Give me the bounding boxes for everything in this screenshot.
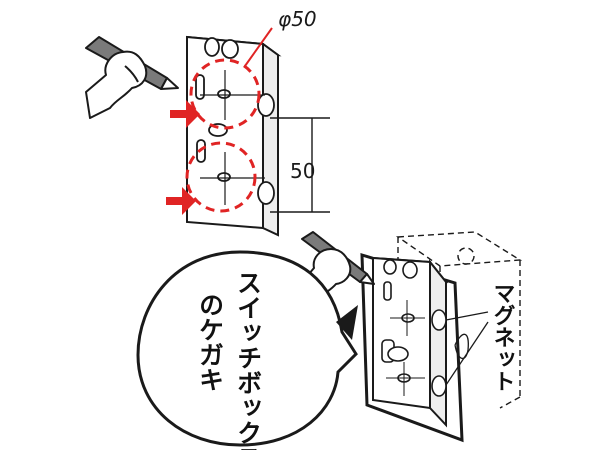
bubble-line-2: のケガキ <box>196 292 225 392</box>
bubble-line-1: スイッチボックス <box>234 270 263 450</box>
diameter-leader <box>244 27 273 67</box>
red-arrow-icon <box>170 100 200 128</box>
spacing-label: 50 <box>290 159 315 183</box>
red-arrow-icon <box>166 187 196 215</box>
magnet-label: マグネット <box>490 282 516 392</box>
speech-bubble-text: スイッチボックス のケガキ <box>196 270 263 450</box>
marking-crosshairs-bottom <box>386 300 425 396</box>
template-holes-top <box>195 37 275 205</box>
dimension-lines <box>270 117 330 213</box>
marking-circles <box>185 58 261 213</box>
marking-crosshairs-top <box>200 70 265 205</box>
switch-box-outline <box>395 231 523 409</box>
template-block-top <box>186 35 282 237</box>
magnet-leaders <box>445 311 489 386</box>
speech-bubble <box>136 250 358 447</box>
diameter-label: φ50 <box>278 7 317 31</box>
hand-pencil-icon <box>85 36 179 119</box>
